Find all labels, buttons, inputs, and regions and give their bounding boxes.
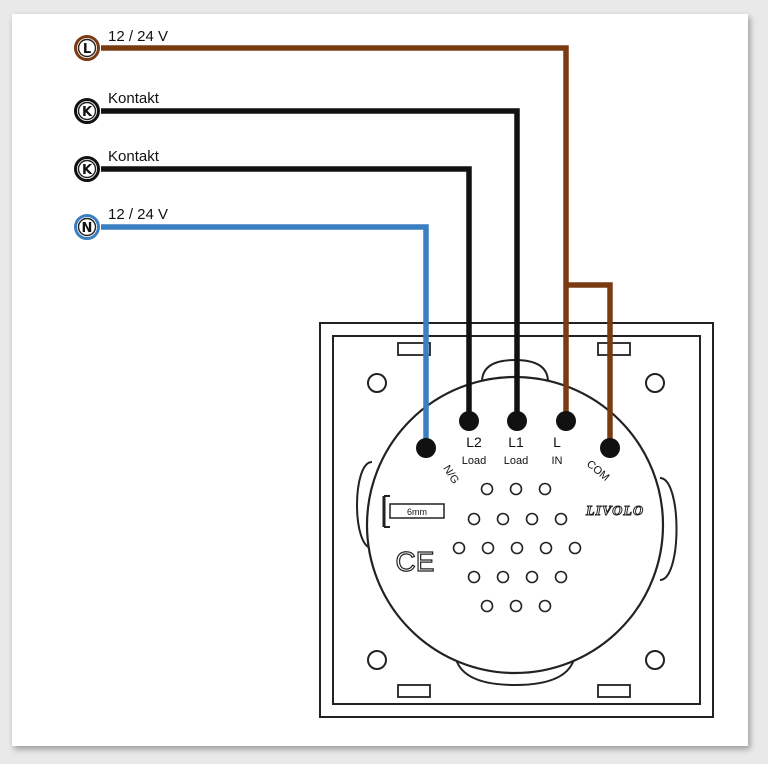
frame-notch (397, 342, 431, 356)
wire-label-live: 12 / 24 V (108, 28, 168, 45)
wire-symbol-l: L (74, 35, 100, 61)
frame-notch (597, 342, 631, 356)
frame-notch (397, 684, 431, 698)
wire-label-neutral: 12 / 24 V (108, 206, 168, 223)
terminal-l-in (556, 411, 576, 431)
l-symbol-letter: L (83, 42, 91, 57)
wire-label-contact-2: Kontakt (108, 148, 160, 165)
wire-symbol-k2: K (74, 156, 100, 182)
n-symbol-letter: N (82, 221, 93, 236)
wire-label-contact-1: Kontakt (108, 90, 160, 107)
wire-neutral (101, 224, 429, 448)
frame-notch (597, 684, 631, 698)
screw-hole (645, 650, 665, 670)
terminal-com (600, 438, 620, 458)
wire-live (101, 45, 613, 448)
wire-symbol-k1: K (74, 98, 100, 124)
terminal-label-l1: L1 (508, 434, 524, 450)
side-clip-right (659, 477, 678, 581)
screw-hole (367, 373, 387, 393)
brand-logo: LIVOLO (585, 504, 644, 519)
terminal-label-l: L (553, 434, 561, 450)
terminal-sub-l1: Load (504, 455, 528, 467)
terminal-l1 (507, 411, 527, 431)
vent-holes (452, 482, 582, 613)
terminal-sub-l2: Load (462, 455, 486, 467)
terminal-ng (416, 438, 436, 458)
k2-symbol-letter: K (82, 163, 93, 178)
wire-contact-2 (101, 166, 472, 420)
k1-symbol-letter: K (82, 105, 93, 120)
terminal-l2 (459, 411, 479, 431)
screw-hole (367, 650, 387, 670)
screw-hole (645, 373, 665, 393)
ce-mark: CE (396, 546, 435, 577)
wire-contact-1 (101, 108, 520, 420)
gap-marker: 6mm (382, 495, 445, 528)
terminal-sub-in: IN (552, 455, 563, 467)
gap-label: 6mm (407, 507, 427, 517)
wire-symbol-n: N (74, 214, 100, 240)
terminal-label-l2: L2 (466, 434, 482, 450)
